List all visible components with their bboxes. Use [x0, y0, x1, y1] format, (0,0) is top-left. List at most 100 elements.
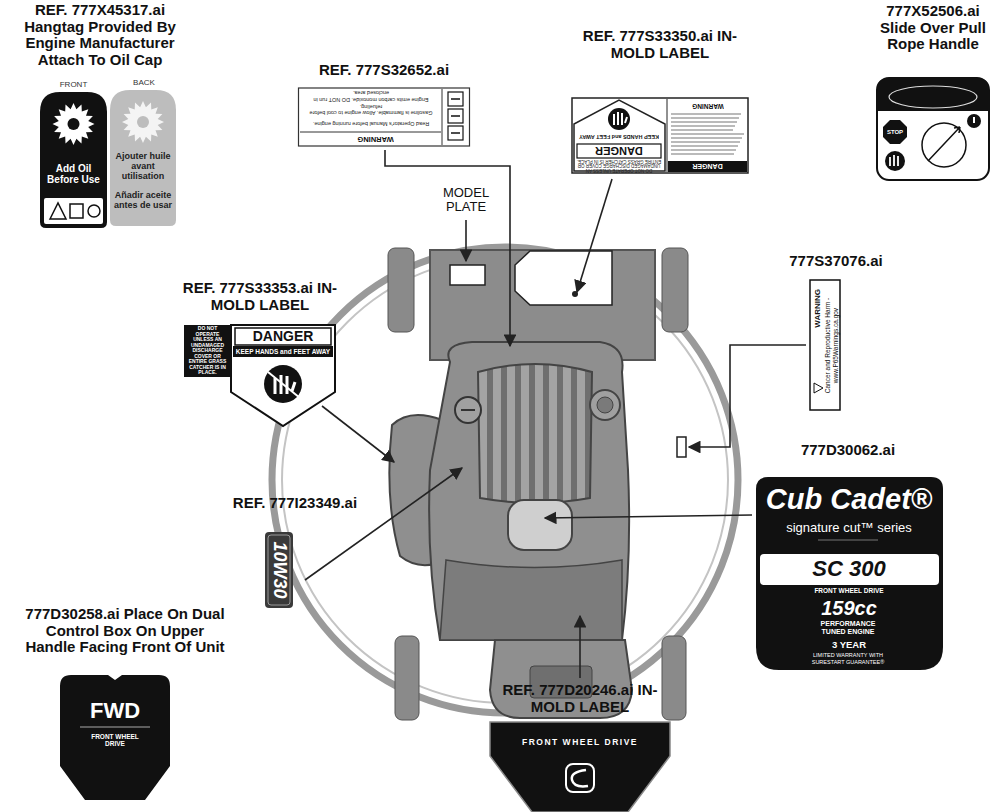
oil-cap	[455, 397, 481, 423]
decal-text: WARNING	[313, 133, 438, 144]
warning-triangle	[814, 383, 823, 393]
logo-recess	[508, 500, 572, 550]
leader-line	[385, 150, 510, 346]
decal-text: FRONT	[40, 80, 107, 91]
decal-text: signature cut™ series	[762, 520, 936, 536]
icon-panel	[44, 198, 103, 224]
decal-text: Ajouter huile avant utilisation	[113, 152, 173, 182]
fine-print-line	[671, 121, 737, 122]
leader-line	[465, 220, 467, 261]
fine-print-line	[671, 145, 738, 146]
ref-heading: REF. 777X45317.ai Hangtag Provided By En…	[12, 2, 188, 68]
sunburst	[53, 103, 95, 145]
fine-print-line	[671, 141, 740, 142]
decal: 777D30258.ai Place On Dual Control Box O…	[20, 606, 230, 802]
stop-sign	[883, 120, 907, 144]
leader-line	[322, 406, 394, 462]
safety-icon	[448, 92, 463, 106]
grip-oval	[889, 86, 977, 108]
caution-dot	[967, 114, 981, 128]
decal-text: LIMITED WARRANTY WITH SURESTART GUARANTE…	[798, 651, 898, 666]
icon-mark	[451, 115, 460, 117]
decal-text: Añadir aceite antes de usar	[113, 186, 173, 216]
label-outline	[299, 88, 470, 146]
blade-slash	[268, 372, 300, 398]
notice-box	[184, 325, 231, 377]
fwd-in-mold-decal	[490, 722, 670, 812]
rule	[300, 132, 441, 133]
warning-label-spot	[677, 437, 686, 457]
warning-sticker	[810, 280, 840, 410]
decal-text: DANGER	[669, 161, 746, 172]
decal-art	[210, 495, 380, 613]
caption-bar	[233, 346, 333, 357]
fine-print-line	[671, 137, 742, 138]
decal: REF. 777I23349.ai10W30	[210, 495, 380, 613]
danger-panel	[574, 100, 665, 171]
model-plate	[450, 265, 485, 285]
tag-hole	[137, 116, 149, 128]
fine-print-line	[671, 125, 735, 126]
decal-text: PERFORMANCE TUNED ENGINE	[814, 619, 882, 637]
decal: REF. 777S33353.ai IN-MOLD LABELDO NOT OP…	[180, 280, 340, 428]
leader-line	[545, 515, 752, 518]
decal: REF. 777S32652.aiWARNINGRead Operator's …	[298, 62, 470, 148]
leader-line	[577, 179, 612, 292]
fine-print-line	[671, 117, 739, 118]
hand-icon	[885, 151, 905, 171]
decal-text: FWD	[65, 698, 165, 724]
pull-arrow	[928, 127, 960, 161]
decal-band	[877, 78, 989, 111]
rear-wheel	[662, 248, 688, 332]
decal-text: DANGER	[236, 329, 330, 344]
decal-text: FRONT WHEEL DRIVE	[88, 731, 142, 749]
hand-fingers	[890, 155, 898, 166]
hangtag-front	[40, 92, 107, 228]
rule	[818, 540, 878, 541]
decal: REF. 777S33350.ai IN-MOLD LABELDANGERKEE…	[565, 28, 755, 176]
decal-text: WARNING	[813, 289, 823, 399]
decal-text: DO NOT OPERATE UNLESS AN UNDAMAGED DISCH…	[186, 327, 229, 375]
danger-box	[577, 144, 661, 158]
ref-heading: 777X52506.ai Slide Over Pull Rope Handle	[868, 3, 998, 53]
fine-print-line	[671, 149, 736, 150]
decal-text: 159cc	[762, 597, 936, 619]
oil-decal	[265, 532, 293, 608]
oil-cap-grip	[461, 409, 475, 411]
decal-text: 10W30	[267, 535, 291, 605]
rule	[667, 99, 668, 172]
decal-text: DO NOT OPERATE UNLESS AN UNDAMAGED DISCH…	[575, 159, 663, 171]
logo-swirl	[572, 770, 588, 786]
oil-icon	[88, 205, 100, 217]
fwd-decal	[60, 675, 170, 800]
decal-text: Cancer and Reproductive Harm - www.P65Wa…	[823, 284, 840, 408]
decal-text: Engine emits carbon monoxide. DO NOT run…	[302, 90, 440, 103]
icon-mark	[451, 132, 460, 134]
brand-decal	[756, 477, 943, 670]
ref-heading: REF. 777S32652.ai	[298, 62, 470, 79]
icon-mark	[451, 98, 460, 100]
tag-hole	[68, 118, 80, 130]
model-band	[760, 554, 939, 585]
decal-text: FRONT WHEEL DRIVE	[495, 736, 665, 749]
ref-heading: REF. 777S33350.ai IN-MOLD LABEL	[565, 28, 755, 61]
decal-text: DANGER	[577, 145, 661, 157]
fine-print-line	[671, 133, 744, 134]
decal-text: FRONT WHEEL DRIVE	[762, 586, 936, 596]
fine-print-line	[671, 129, 733, 130]
part-label: MODEL PLATE	[436, 186, 496, 215]
leader-line	[305, 468, 462, 580]
decal-text: Cub Cadet®	[762, 482, 936, 518]
in-mold-label-area	[515, 251, 612, 305]
decal-text: Add Oil Before Use	[43, 156, 104, 192]
engine-grille	[478, 364, 592, 503]
danger-panel	[231, 325, 335, 426]
decal: REF. 777D20246.ai IN-MOLD LABELFRONT WHE…	[470, 682, 690, 812]
decal-text: STOP	[883, 127, 907, 137]
front-wheel	[395, 636, 419, 720]
handle-decal	[877, 78, 989, 180]
side-knob-center	[597, 397, 613, 413]
decal-text: 3 YEAR	[762, 639, 936, 651]
decal-text: WARNING	[671, 101, 745, 111]
